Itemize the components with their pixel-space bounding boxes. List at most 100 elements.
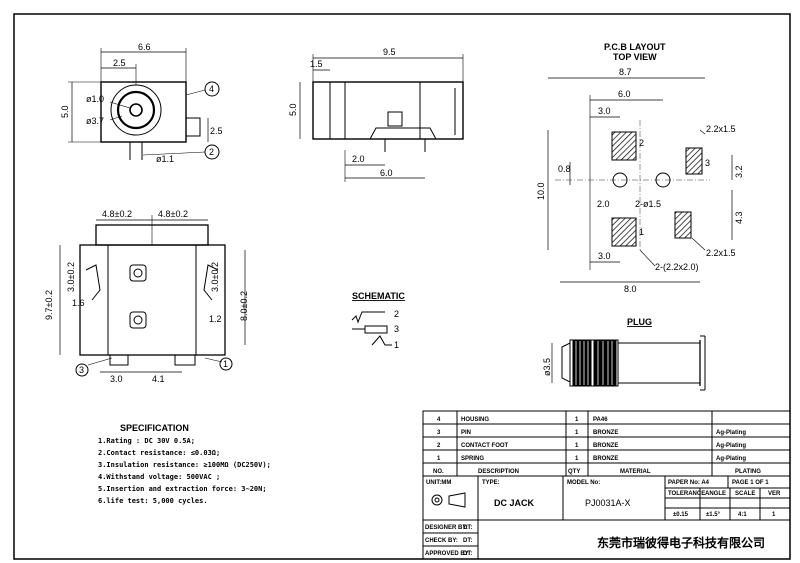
pcb-hole-gap: 2.0 <box>597 199 610 209</box>
plug-drawing <box>551 335 706 391</box>
title-block <box>422 475 791 560</box>
bom-qty-1: 1 <box>575 417 579 423</box>
pcb-pad-3-label: 3 <box>705 158 710 168</box>
spec-line-4: 4.Withstand voltage: 500VAC ; <box>98 473 220 481</box>
paper-label: PAPER No: A4 <box>668 480 710 486</box>
pcb-layout <box>547 77 733 283</box>
scale-value: 4:1 <box>738 512 747 518</box>
spec-line-3: 3.Insulation resistance: ≥100MΩ (DC250V)… <box>98 461 271 469</box>
front-width-label: 6.6 <box>138 42 151 52</box>
type-label: TYPE: <box>482 480 500 486</box>
designer-label: DESIGNER BY: <box>425 525 468 531</box>
bottom-view <box>59 215 246 377</box>
bom-desc-3: CONTACT FOOT <box>461 443 509 449</box>
schematic-pin-1: 1 <box>394 340 399 350</box>
plug-dia: ø3.5 <box>542 358 552 376</box>
pcb-pad-1-label: 1 <box>639 227 644 237</box>
bottom-w-left: 1.6 <box>72 298 85 308</box>
pcb-slot: 2-(2.2x2.0) <box>655 262 699 272</box>
bom-header-desc: DESCRIPTION <box>478 469 519 475</box>
side-pin-a: 2.0 <box>352 154 365 164</box>
angle-value: ±1.5° <box>706 512 721 518</box>
pcb-v-b: 3.2 <box>734 165 744 178</box>
bom-no-2: 3 <box>437 430 441 436</box>
tolerance-label: TOLERANCE <box>668 491 705 497</box>
approved-date: DT: <box>463 551 472 557</box>
pcb-v-c: 4.3 <box>734 211 744 224</box>
bottom-slot-b: 3.0±0.2 <box>210 262 220 292</box>
check-date: DT: <box>463 538 472 544</box>
bom-mat-1: PA46 <box>593 417 608 423</box>
angle-label: ANGLE <box>705 491 726 497</box>
pcb-w-total: 8.7 <box>619 67 632 77</box>
bom-no-1: 4 <box>437 417 441 423</box>
schematic-symbol <box>351 311 392 346</box>
bom-no-3: 2 <box>437 443 441 449</box>
pcb-h-total: 10.0 <box>536 182 546 200</box>
pcb-b-total: 8.0 <box>624 284 637 294</box>
callout-1-bottom: 1 <box>223 359 228 369</box>
pcb-pad-size-1: 2.2x1.5 <box>706 124 736 134</box>
front-pin-offset: 2.5 <box>210 126 223 136</box>
spec-line-1: 1.Rating : DC 30V 0.5A; <box>98 437 195 445</box>
pcb-w-left: 3.0 <box>598 106 611 116</box>
schematic-pin-3: 3 <box>394 324 399 334</box>
pcb-w-mid: 6.0 <box>618 89 631 99</box>
front-view <box>68 48 220 160</box>
bottom-left-half: 4.8±0.2 <box>102 209 132 219</box>
ver-label: VER <box>768 491 781 497</box>
bom-qty-3: 1 <box>575 443 579 449</box>
schematic-pin-2: 2 <box>394 309 399 319</box>
bottom-inner-h: 8.0±0.2 <box>239 291 249 321</box>
bom-header-mat: MATERIAL <box>620 469 651 475</box>
bom-table <box>422 410 791 477</box>
check-label: CHECK BY: <box>425 538 458 544</box>
ver-value: 1 <box>772 512 776 518</box>
callout-2-front: 2 <box>209 147 214 157</box>
page-label: PAGE 1 OF 1 <box>732 480 769 486</box>
bom-plating-2: Ag-Plating <box>716 430 746 436</box>
bottom-a: 3.0 <box>110 374 123 384</box>
bottom-b: 4.1 <box>152 374 165 384</box>
approved-label: APPROVED BY: <box>425 551 470 557</box>
bottom-slot-a: 3.0±0.2 <box>66 262 76 292</box>
bom-desc-2: PIN <box>461 430 471 436</box>
sheet-border <box>13 13 791 560</box>
spec-line-2: 2.Contact resistance: ≤0.03Ω; <box>98 449 220 457</box>
schematic-title: SCHEMATIC <box>352 291 405 301</box>
bottom-w-right: 1.2 <box>209 314 222 324</box>
callout-4-front: 4 <box>209 84 214 94</box>
side-view <box>299 54 464 182</box>
bom-mat-2: BRONZE <box>593 430 618 436</box>
model-label: MODEL No: <box>567 480 600 486</box>
model-value: PJ0031A-X <box>585 498 631 508</box>
front-hole-small: ø1.0 <box>86 94 104 104</box>
spec-line-5: 5.Insertion and extraction force: 3~20N; <box>98 485 267 493</box>
callout-3-bottom: 3 <box>79 365 84 375</box>
bottom-right-half: 4.8±0.2 <box>158 209 188 219</box>
tolerance-value: ±0.15 <box>673 512 689 518</box>
pcb-hole: 2-ø1.5 <box>635 199 661 209</box>
bom-header-qty: QTY <box>568 469 580 475</box>
pcb-title: P.C.B LAYOUT <box>604 42 666 52</box>
type-value: DC JACK <box>494 498 535 508</box>
company-name: 东莞市瑞彼得电子科技有限公司 <box>597 535 765 550</box>
bom-header-no: NO. <box>433 469 444 475</box>
pcb-b-left: 3.0 <box>598 251 611 261</box>
side-height-label: 5.0 <box>288 103 298 116</box>
bom-no-4: 1 <box>437 456 441 462</box>
plug-title: PLUG <box>627 317 652 327</box>
bottom-total-h: 9.7±0.2 <box>44 290 54 320</box>
bom-desc-1: HOUSING <box>461 417 489 423</box>
designer-date: DT: <box>463 525 472 531</box>
pcb-pad-size-2: 2.2x1.5 <box>706 248 736 258</box>
bom-header-plating: PLATING <box>735 469 761 475</box>
bom-mat-3: BRONZE <box>593 443 618 449</box>
bom-mat-4: BRONZE <box>593 456 618 462</box>
side-length-label: 9.5 <box>383 47 396 57</box>
pcb-pad-2-label: 2 <box>639 138 644 148</box>
side-step-label: 1.5 <box>310 59 323 69</box>
bom-plating-3: Ag-Plating <box>716 443 746 449</box>
spec-title: SPECIFICATION <box>120 423 189 433</box>
